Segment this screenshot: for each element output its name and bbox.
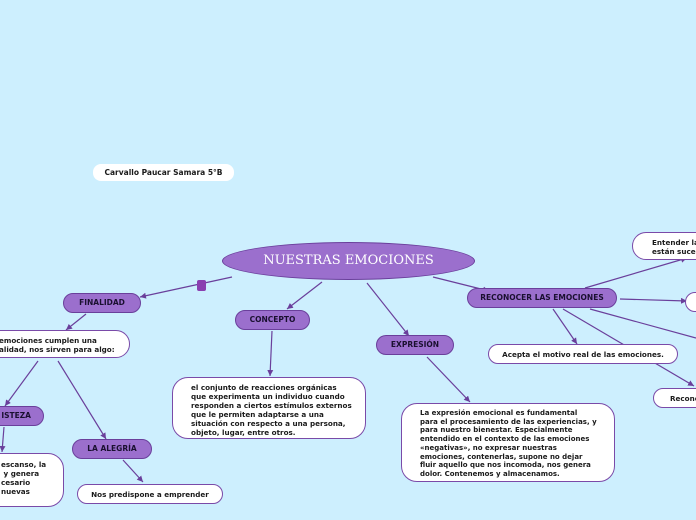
connector-finalidad-note <box>65 313 87 331</box>
marker-icon <box>197 280 206 291</box>
connector-note-alegria <box>57 360 107 440</box>
topic-finalidad[interactable]: FINALIDAD <box>63 293 141 313</box>
concepto-note[interactable]: el conjunto de reacciones orgánicas que … <box>172 377 366 439</box>
connector-note-tristeza <box>4 360 39 407</box>
reconocer-note-3[interactable]: Recono <box>653 388 696 408</box>
reconocer-note-2[interactable]: Acepta el motivo real de las emociones. <box>488 344 678 364</box>
author-label: Carvallo Paucar Samara 5°B <box>93 164 234 181</box>
connector-main-finalidad <box>139 276 233 299</box>
main-topic[interactable]: NUESTRAS EMOCIONES <box>222 242 475 280</box>
expresion-note[interactable]: La expresión emocional es fundamental pa… <box>401 403 615 482</box>
topic-alegria[interactable]: LA ALEGRÍA <box>72 439 152 459</box>
connector-main-concepto <box>286 281 323 310</box>
topic-tristeza[interactable]: ISTEZA <box>0 406 44 426</box>
finalidad-note[interactable]: emociones cumplen una alidad, nos sirven… <box>0 330 130 358</box>
connector-reconocer-side <box>619 297 688 304</box>
connector-expresion-text <box>426 356 471 403</box>
connector-tristeza-text <box>0 426 6 453</box>
connector-main-expresion <box>366 282 410 337</box>
topic-expresion[interactable]: EXPRESIÓN <box>376 335 454 355</box>
connector-alegria-text <box>122 459 144 483</box>
topic-concepto[interactable]: CONCEPTO <box>235 310 310 330</box>
connector-reconocer-1 <box>584 256 688 289</box>
tristeza-note[interactable]: escanso, la y genera cesario nuevas <box>0 453 64 507</box>
connector-reconocer-4 <box>589 308 696 339</box>
topic-reconocer[interactable]: RECONOCER LAS EMOCIONES <box>467 288 617 308</box>
connector-reconocer-2 <box>552 308 578 345</box>
reconocer-note-1[interactable]: Entender la están suce <box>632 232 696 260</box>
connector-concepto-text <box>267 330 274 377</box>
alegria-note[interactable]: Nos predispone a emprender <box>77 484 223 504</box>
